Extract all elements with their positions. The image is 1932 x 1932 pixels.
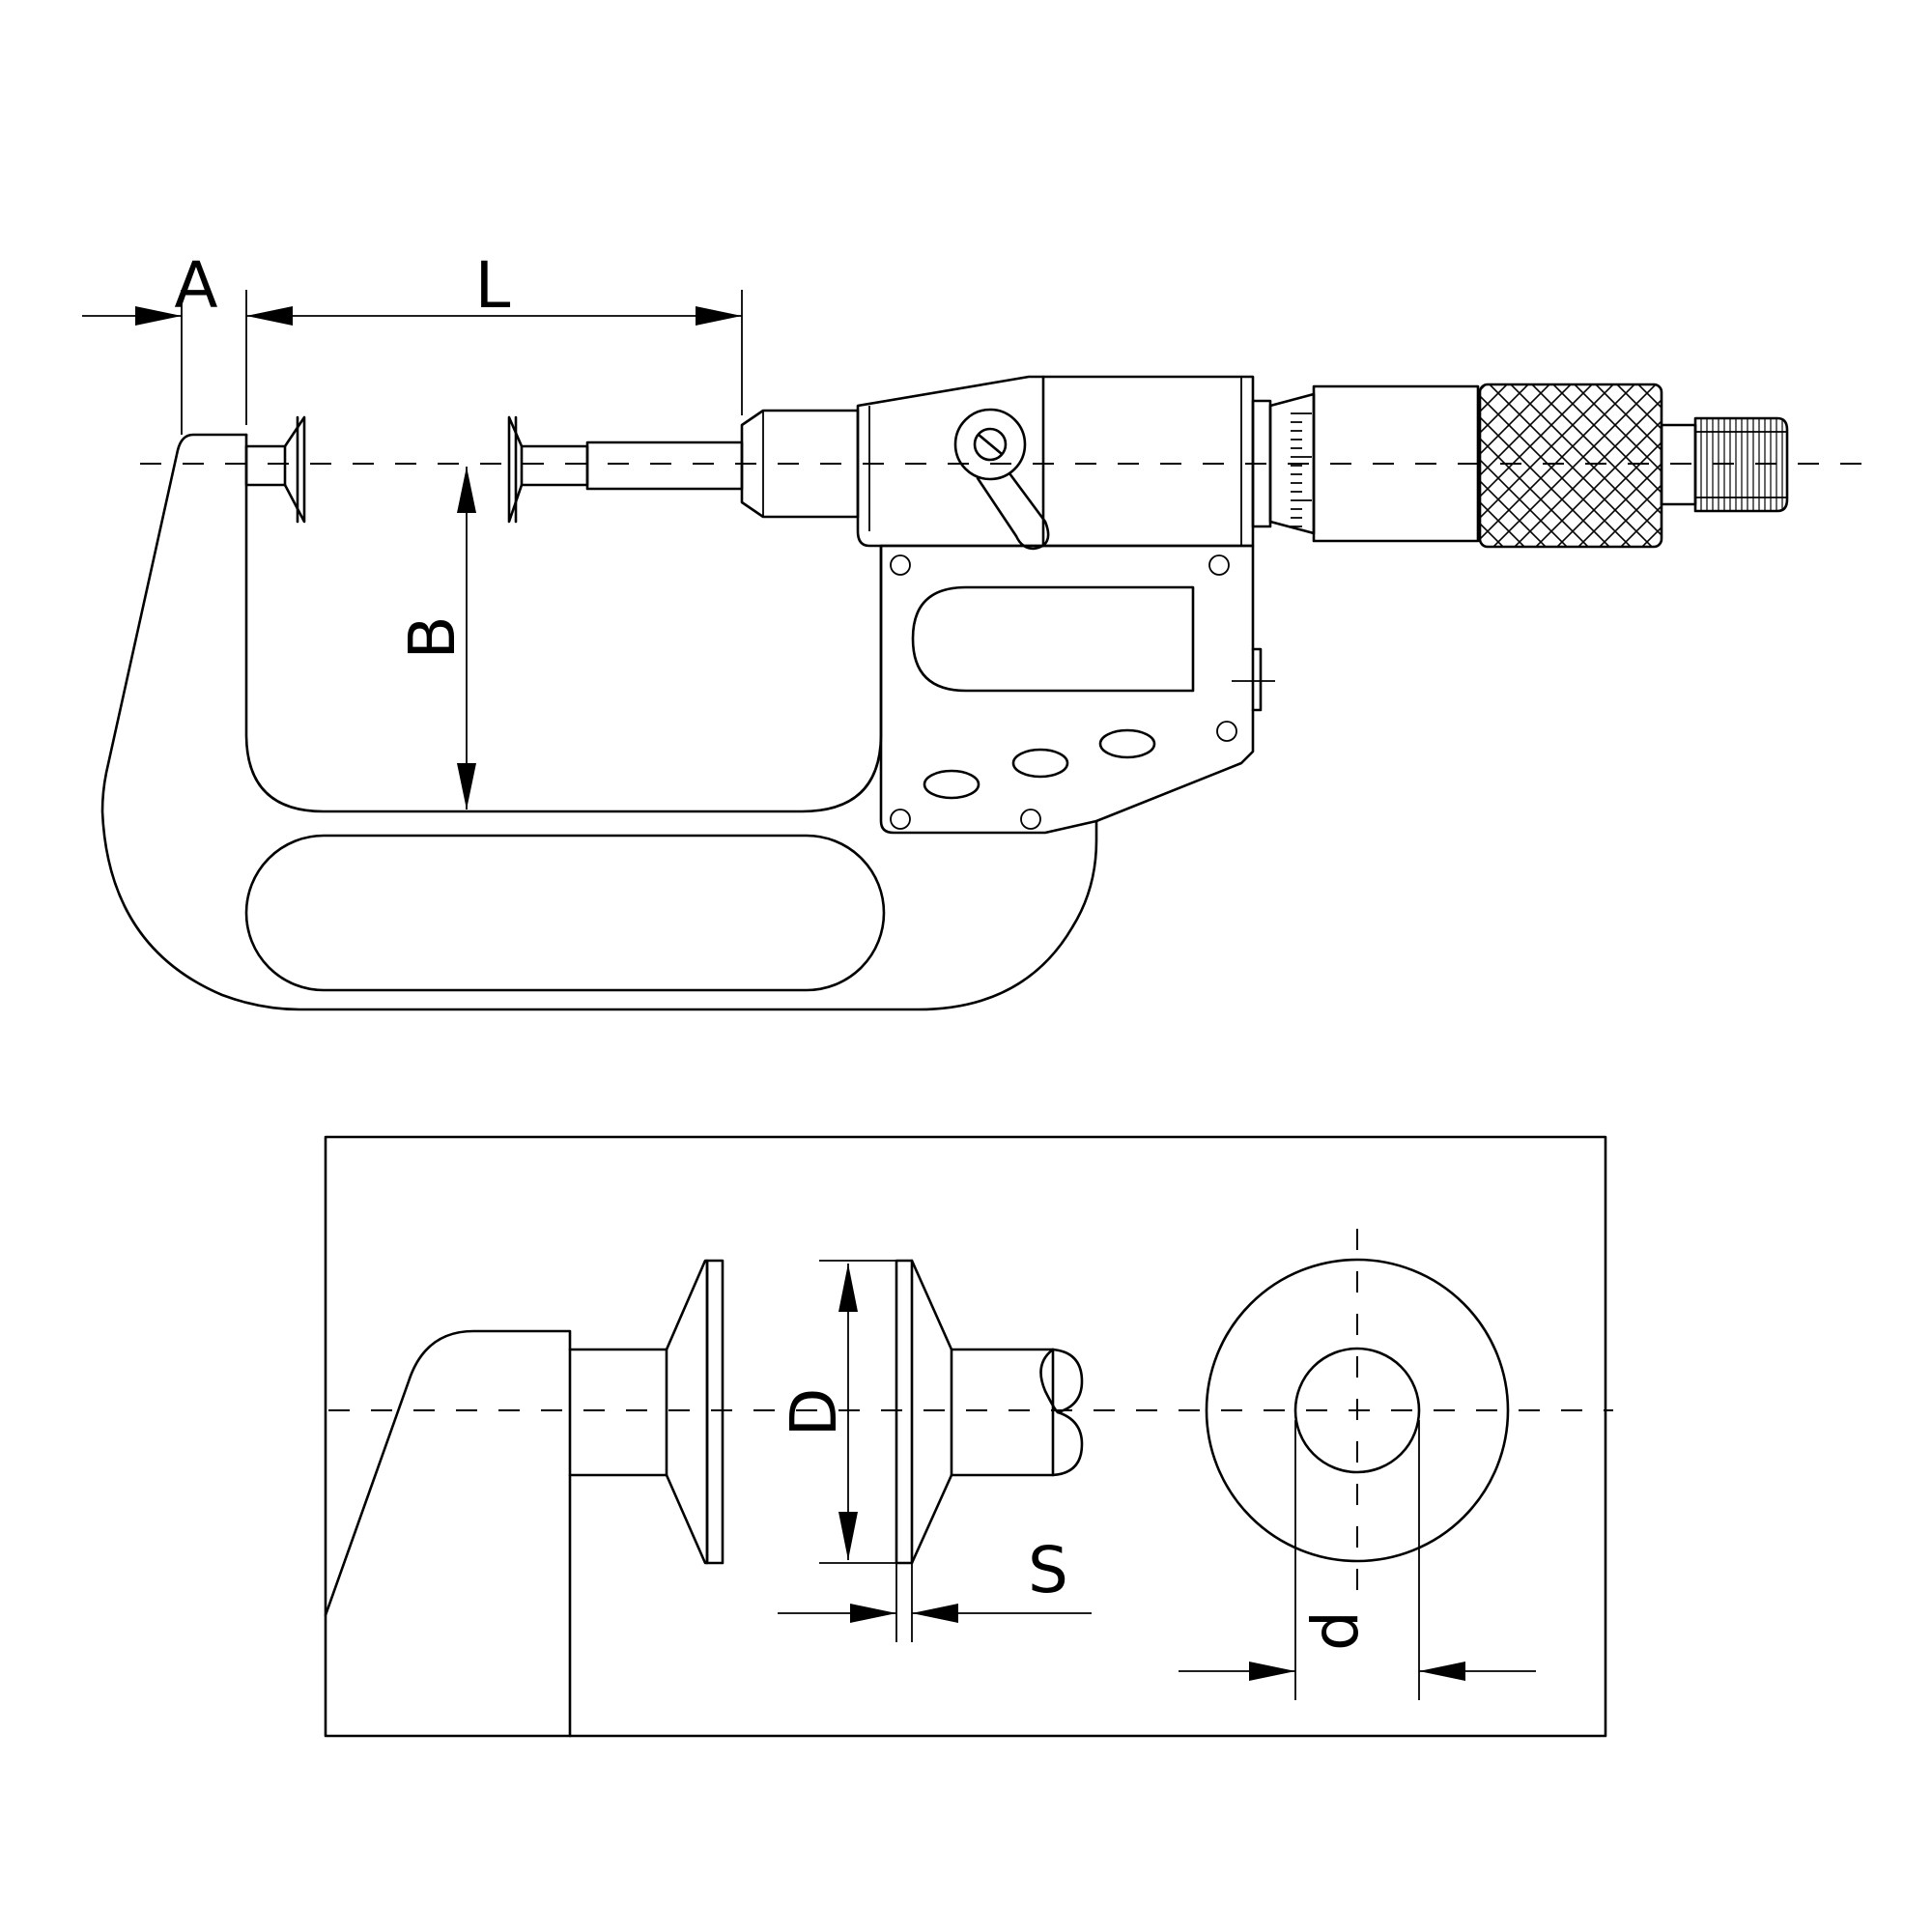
screw-icon [1020,809,1041,830]
thimble[interactable] [1312,384,1480,543]
dimension-s: S [778,1533,1092,1642]
detail-anvil-end-view [1205,1258,1510,1563]
display-button-3[interactable] [1098,728,1156,759]
dimension-b: B [395,467,476,810]
label-a: A [174,248,217,323]
display-button-1[interactable] [923,769,980,800]
spindle-anvil [507,415,744,524]
lcd-screen [911,585,1195,693]
spindle-section-outline [1293,1347,1421,1474]
data-port [1251,647,1263,712]
dimension-l: L [246,248,743,415]
anvil-detail-view: D S d [324,1135,1613,1738]
screw-icon [1216,721,1237,742]
fixed-anvil [244,415,306,524]
frame-outer-contour [100,433,1098,1011]
anvil-face-outline [1205,1258,1510,1563]
label-s: S [1028,1533,1068,1607]
label-l: L [475,248,511,323]
micrometer-side-view: A L B [82,248,1864,1011]
lock-screw-icon [973,427,1008,462]
detail-spindle-anvil [895,1259,1084,1565]
screw-icon [890,554,911,576]
label-b: B [395,615,469,659]
knurled-grip[interactable] [1478,383,1663,549]
dimension-d-small: d [1179,1420,1536,1700]
display-housing [879,544,1275,835]
label-d-small: d [1298,1610,1373,1651]
screw-icon [1208,554,1230,576]
detail-frame-end [324,1329,572,1738]
display-button-2[interactable] [1011,748,1069,779]
main-body [856,375,1255,548]
detail-fixed-anvil [568,1259,724,1565]
dimension-d-large: D [777,1260,896,1564]
lock-lever[interactable] [953,408,1050,551]
label-d-large: D [777,1388,851,1437]
dimension-a: A [82,248,293,435]
ratchet-stop[interactable] [1660,416,1789,513]
detail-frame [324,1135,1607,1738]
frame-window [244,834,886,992]
screw-icon [890,809,911,830]
frame-inner-contour [244,433,883,813]
